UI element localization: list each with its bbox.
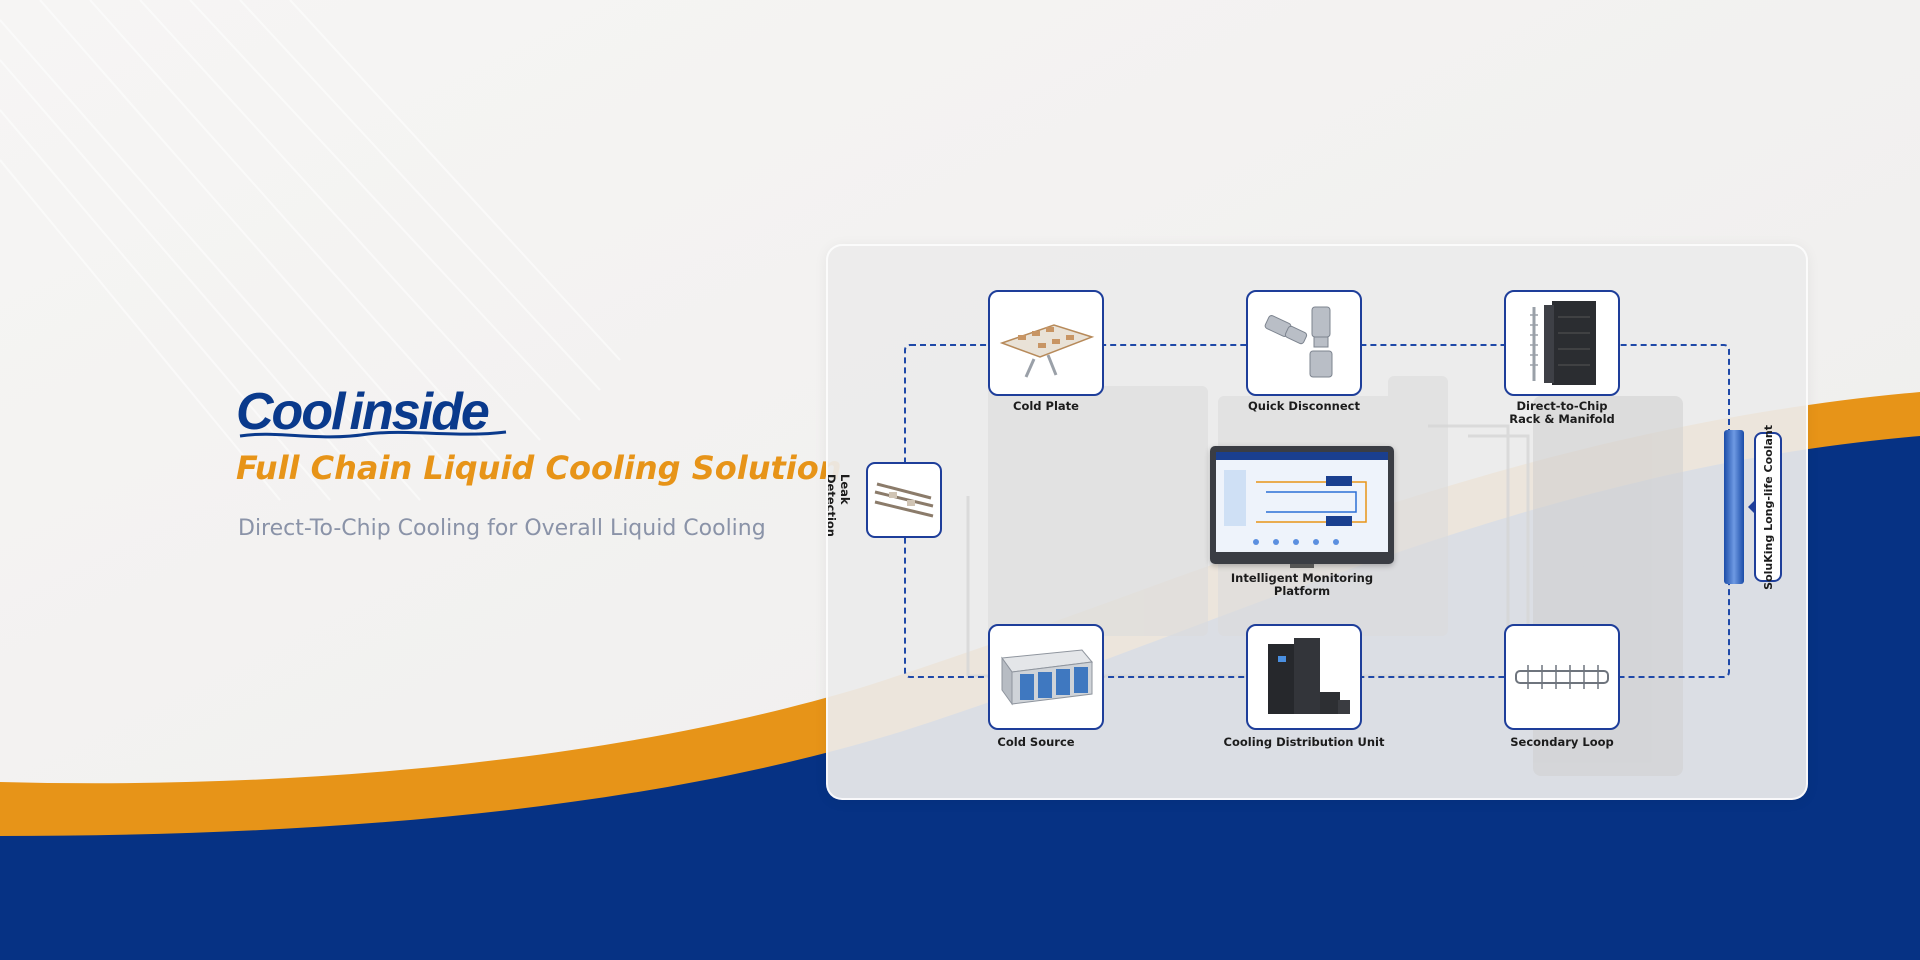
rack-manifold-node xyxy=(1504,290,1620,396)
solution-diagram-panel: Cold Plate Quick Disconnect Direct-to-Ch… xyxy=(826,244,1808,800)
leak-detection-label: Leak Detection xyxy=(826,474,852,537)
logo-wave-icon xyxy=(239,430,507,439)
coolant-pipe xyxy=(1724,430,1744,584)
connector-image xyxy=(1264,306,1333,378)
quick-disconnect-label: Quick Disconnect xyxy=(1248,399,1360,413)
monitoring-platform-label: Intelligent Monitoring Platform xyxy=(1230,571,1374,598)
cdu-node xyxy=(1246,624,1362,730)
quick-disconnect-node xyxy=(1246,290,1362,396)
subline: Direct-To-Chip Cooling for Overall Liqui… xyxy=(238,516,766,541)
cold-plate-node xyxy=(988,290,1104,396)
coolant-tag: SoluKing Long-life Coolant xyxy=(1754,425,1782,589)
leak-detection-node xyxy=(866,462,942,538)
monitoring-platform-display xyxy=(1210,446,1394,568)
monitor-stand xyxy=(1290,564,1314,568)
cold-plate-label: Cold Plate xyxy=(1013,399,1079,413)
cold-plate-image xyxy=(999,324,1095,378)
secondary-loop-node xyxy=(1504,624,1620,730)
dry-cooler-image xyxy=(1001,649,1093,706)
logo-inside: inside xyxy=(349,383,490,441)
dashboard-monitor-image xyxy=(1216,452,1388,552)
cold-source-label: Cold Source xyxy=(997,735,1075,749)
coolant-label: SoluKing Long-life Coolant xyxy=(1761,424,1775,590)
cold-source-node xyxy=(988,624,1104,730)
headline: Full Chain Liquid Cooling Solution xyxy=(236,449,842,487)
coolant-tag-pointer xyxy=(1748,500,1755,514)
logo-cool: Cool xyxy=(236,383,346,441)
server-rack-image xyxy=(1530,301,1596,385)
pipe-manifold-image xyxy=(1515,665,1609,689)
cdu-cabinet-image xyxy=(1268,638,1350,714)
secondary-loop-label: Secondary Loop xyxy=(1510,735,1614,749)
cdu-label: Cooling Distribution Unit xyxy=(1223,735,1385,749)
rack-manifold-label-line1: Direct-to-Chip xyxy=(1516,399,1608,413)
rack-manifold-label-line2: Rack & Manifold xyxy=(1509,412,1615,426)
leak-cable-image xyxy=(874,482,934,518)
